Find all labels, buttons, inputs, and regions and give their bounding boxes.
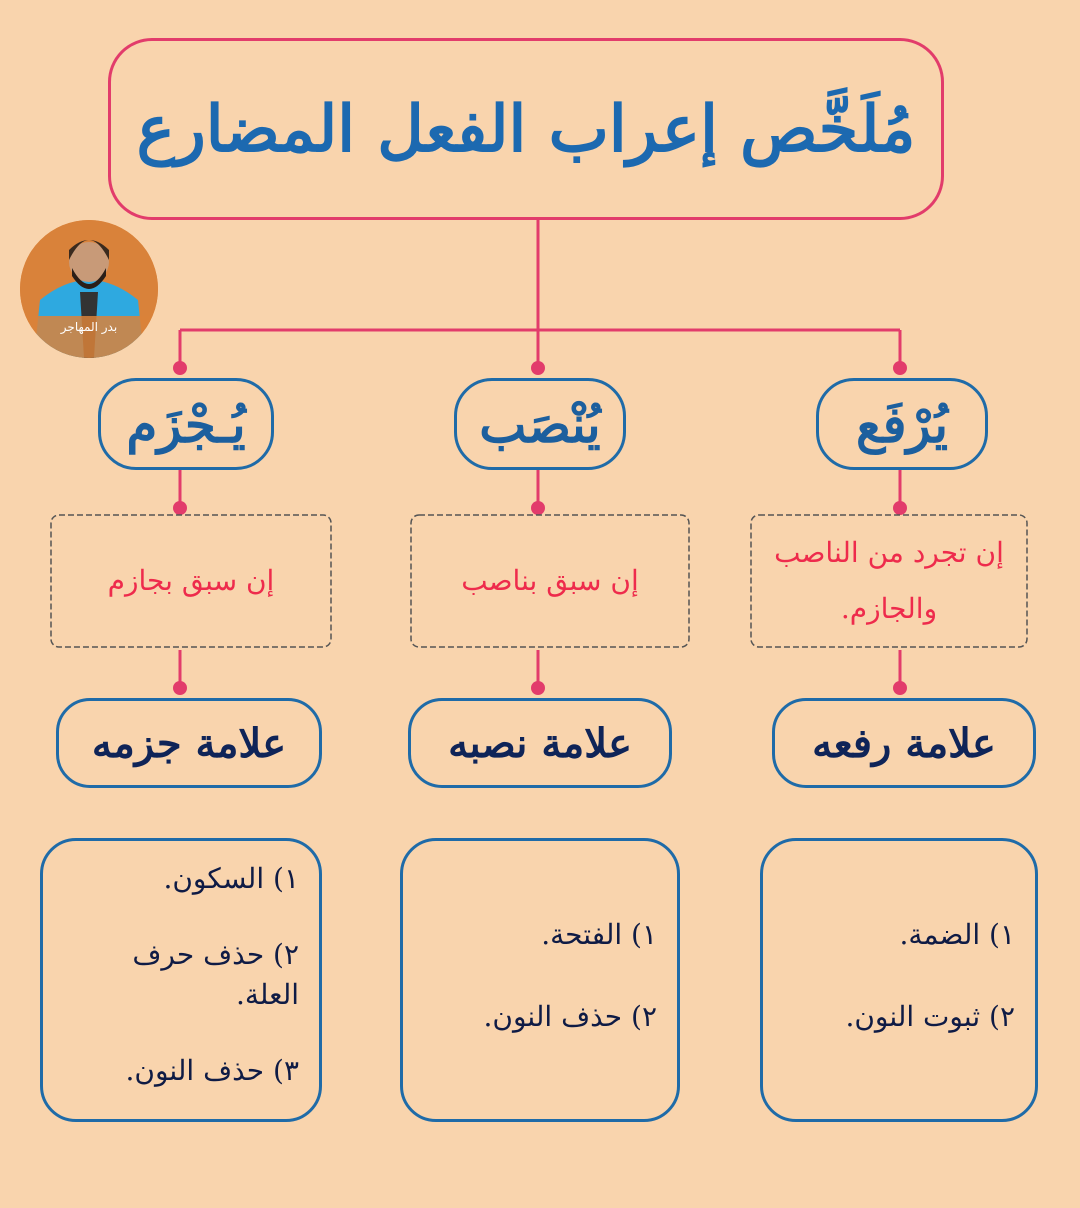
wavy-border-raf [750,514,1028,648]
list-item: ٣) حذف النون. [125,1054,300,1087]
author-avatar: بدر المهاجر [20,220,158,358]
sign-jazm-box: علامة جزمه [56,698,322,788]
signs-jazm-list: ١) السكون. ٢) حذف حرف العلة. ٣) حذف النو… [40,838,322,1122]
condition-raf-text: إن تجرد من الناصب والجازم. [774,536,1004,625]
case-raf-label: يُرْفَع [855,394,949,454]
title-box: مُلَخَّص إعراب الفعل المضارع [108,38,944,220]
list-item: ١) الفتحة. [541,918,657,951]
sign-raf-box: علامة رفعه [772,698,1036,788]
condition-raf-box: إن تجرد من الناصب والجازم. [748,512,1030,650]
condition-jazm-text: إن سبق بجازم [107,564,275,597]
list-item: ١) السكون. [163,862,299,895]
sign-nasb-title: علامة نصبه [448,719,632,767]
signs-raf-list: ١) الضمة. ٢) ثبوت النون. [760,838,1038,1122]
condition-nasb-text: إن سبق بناصب [461,564,639,597]
case-jazm-box: يُـجْزَم [98,378,274,470]
sign-raf-title: علامة رفعه [812,719,996,767]
condition-jazm-box: إن سبق بجازم [48,512,334,650]
diagram-title: مُلَخَّص إعراب الفعل المضارع [136,91,916,167]
wavy-border-nasb [410,514,690,648]
condition-nasb-box: إن سبق بناصب [408,512,692,650]
case-nasb-label: يُنْصَب [479,394,601,454]
person-portrait-icon [20,220,158,358]
list-item: ٢) ثبوت النون. [845,1000,1015,1033]
list-item: ٢) حذف النون. [483,1000,658,1033]
list-item: ٢) حذف حرف العلة. [132,938,299,1011]
case-jazm-label: يُـجْزَم [126,394,246,454]
wavy-border-jazm [50,514,332,648]
sign-nasb-box: علامة نصبه [408,698,672,788]
list-item: ١) الضمة. [899,918,1015,951]
sign-jazm-title: علامة جزمه [91,719,287,767]
case-nasb-box: يُنْصَب [454,378,626,470]
author-caption: بدر المهاجر [60,320,118,334]
case-raf-box: يُرْفَع [816,378,988,470]
signs-nasb-list: ١) الفتحة. ٢) حذف النون. [400,838,680,1122]
